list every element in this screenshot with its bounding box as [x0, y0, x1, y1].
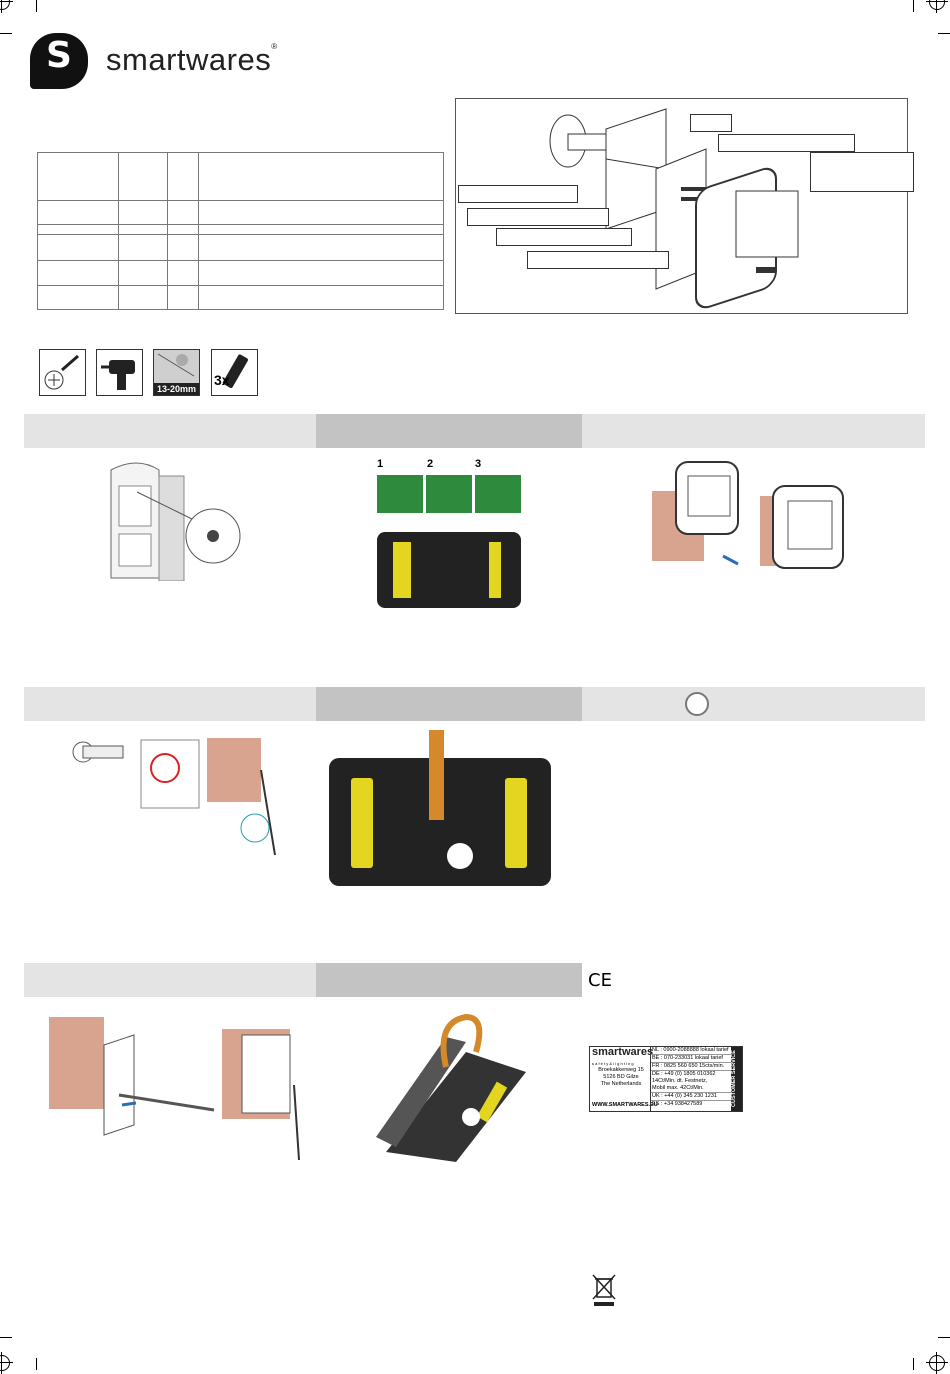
- magnifier-icon: [685, 692, 709, 716]
- brand-logo-letter: S: [46, 35, 72, 76]
- phone-row: UK : +44 (0) 345 230 1231: [651, 1093, 731, 1101]
- diagram-label-box: [527, 251, 669, 269]
- registration-mark-bottom-right: [926, 1352, 948, 1374]
- crop-mark: [913, 1358, 914, 1370]
- screwdriver-icon: [39, 349, 86, 396]
- phone-row: ES : +34 938427589: [652, 1101, 703, 1107]
- step-header-bar: [582, 414, 925, 448]
- phone-row: DE : +49 (0) 1805 010362: [652, 1071, 716, 1077]
- step-header-bar: [24, 414, 316, 448]
- step-header-bar: [316, 414, 582, 448]
- step-header-bar: [24, 687, 316, 721]
- diagram-label-box: [810, 152, 914, 192]
- registration-mark-top-right: [926, 0, 948, 13]
- battery-count-label: 3x: [214, 372, 230, 388]
- crop-mark: [0, 33, 12, 34]
- service-logo: smartwares: [592, 1046, 654, 1058]
- step-header-bar: [24, 963, 316, 997]
- crop-mark: [0, 1337, 12, 1338]
- brand-name: smartwares®: [106, 42, 278, 78]
- address-line: 5126 BD Gilze: [603, 1074, 639, 1080]
- service-phone-table: NL : 0900-2088888 lokaal tarief BE : 070…: [650, 1047, 731, 1111]
- address-line: The Netherlands: [600, 1081, 642, 1087]
- door-thickness-icon: 13-20mm: [153, 349, 200, 396]
- crop-mark: [36, 0, 37, 12]
- phone-row: BE : 070-233031 lokaal tarief: [651, 1055, 731, 1063]
- spec-table: [37, 152, 444, 310]
- service-address: Broekakkerweg 15 5126 BD Gilze The Nethe…: [592, 1067, 650, 1088]
- crop-mark: [913, 0, 914, 12]
- product-diagram: [455, 98, 908, 314]
- door-thickness-label: 13-20mm: [154, 383, 199, 395]
- peephole-cable-photo: [65, 730, 297, 856]
- registration-mark-top-left: [0, 0, 13, 13]
- service-tagline: s a f e t y & l i g h t i n g: [592, 1061, 634, 1066]
- drill-icon: [96, 349, 143, 396]
- product-exploded-view: [549, 108, 799, 309]
- monitor-slide-photo: [648, 456, 848, 576]
- step-header-bar: [316, 687, 582, 721]
- phone-row: NL : 0900-2088888 lokaal tarief: [651, 1047, 731, 1055]
- brand-logo: S: [30, 33, 88, 89]
- step-header-bar: [582, 687, 925, 721]
- diagram-label-box: [496, 228, 632, 246]
- diagram-label-box: [467, 208, 609, 226]
- mounting-plate-photo: [44, 1015, 304, 1165]
- door-peephole-photo: [107, 456, 247, 582]
- crop-mark: [938, 1337, 950, 1338]
- service-side-text: CUSTOMER SERVICE: [731, 1047, 742, 1111]
- battery-compartment-photo: [329, 730, 551, 887]
- phone-row: Mobil max. 42Ct/Min.: [651, 1085, 731, 1093]
- crop-mark: [938, 33, 950, 34]
- service-website: WWW.SMARTWARES.EU: [592, 1102, 658, 1108]
- brand-wordmark: smartwares: [106, 42, 272, 77]
- registered-mark: ®: [271, 42, 278, 51]
- phone-row: FR : 0825 560 650 15cts/min.: [651, 1063, 731, 1071]
- weee-bin-icon: [590, 1273, 618, 1307]
- phone-row: 14Ct/Min. dt. Festnetz,: [652, 1078, 708, 1084]
- diagram-label-box: [690, 114, 732, 132]
- crop-mark: [36, 1358, 37, 1370]
- diagram-label-box: [458, 185, 578, 203]
- battery-icon: 3x: [211, 349, 258, 396]
- registration-mark-bottom-left: [0, 1352, 13, 1374]
- monitor-open-photo: [366, 1012, 546, 1167]
- battery-switch-photo: 1 2 3: [375, 458, 527, 608]
- diagram-label-box: [718, 134, 855, 152]
- address-line: Broekakkerweg 15: [598, 1067, 644, 1073]
- ce-mark: CE: [588, 970, 612, 991]
- customer-service-label: smartwares s a f e t y & l i g h t i n g…: [589, 1046, 743, 1112]
- step-header-bar: [316, 963, 582, 997]
